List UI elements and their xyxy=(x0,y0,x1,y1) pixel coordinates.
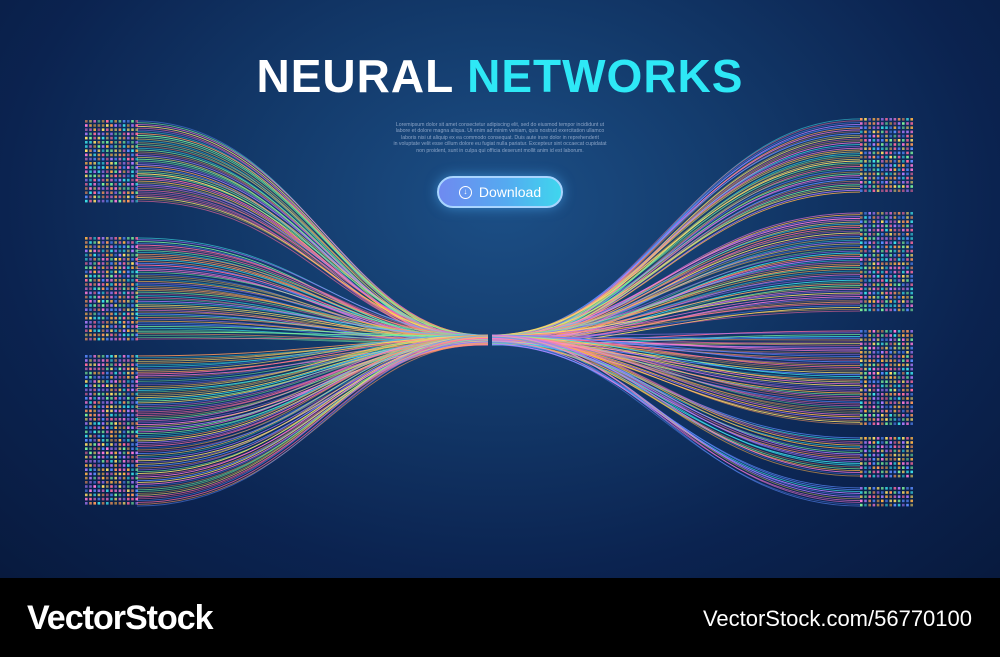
network-strand xyxy=(491,162,861,340)
network-strand xyxy=(491,308,861,337)
pixel-block xyxy=(860,437,913,478)
network-strand xyxy=(136,335,489,389)
network-strand xyxy=(491,334,861,363)
network-strand xyxy=(136,302,489,336)
network-strand xyxy=(136,334,489,370)
network-strand xyxy=(136,334,489,451)
network-strand xyxy=(136,335,489,502)
page-title: NEURAL NETWORKS xyxy=(0,50,1000,102)
network-strand xyxy=(491,340,861,502)
network-strand xyxy=(491,335,861,378)
download-arrow-icon: ↓ xyxy=(458,185,472,199)
title-word-networks: NETWORKS xyxy=(467,50,744,102)
network-strand xyxy=(491,184,861,342)
network-strand xyxy=(491,267,861,336)
pixel-block xyxy=(860,487,913,507)
network-strand xyxy=(136,246,489,337)
network-strand xyxy=(491,187,861,337)
network-strand xyxy=(491,342,861,505)
pixel-block xyxy=(85,120,138,203)
network-strand xyxy=(136,189,489,337)
network-strand xyxy=(136,342,489,485)
network-strands xyxy=(136,118,861,507)
network-strand xyxy=(136,342,489,505)
pixel-block xyxy=(85,237,138,341)
description-line: labore et dolore magna aliqua. Ut enim a… xyxy=(395,128,605,135)
description-line: in voluptate velit esse cillum dolore eu… xyxy=(393,141,607,148)
network-strand xyxy=(136,184,489,337)
image-id-text: VectorStock.com/56770100 xyxy=(702,606,972,631)
network-strand xyxy=(491,160,861,336)
network-strand xyxy=(491,217,861,337)
network-strand xyxy=(491,334,861,503)
description-line: Loremipsum dolor sit amet consectetur ad… xyxy=(395,122,605,128)
network-strand xyxy=(491,335,861,500)
network-strand xyxy=(136,339,489,491)
network-strand xyxy=(491,342,861,441)
network-strand xyxy=(491,230,861,336)
network-strand xyxy=(491,149,861,336)
pixel-block xyxy=(860,212,913,312)
network-strand xyxy=(491,337,861,507)
description-text: Loremipsum dolor sit amet consectetur ad… xyxy=(380,122,620,154)
neural-network-illustration xyxy=(85,118,913,507)
network-strand xyxy=(136,335,489,456)
network-strand xyxy=(136,311,489,337)
description-line: laboris nisi ut aliquip ex ea commodo co… xyxy=(401,134,599,141)
pixel-blocks xyxy=(85,118,913,507)
network-strand xyxy=(491,292,861,336)
network-strand xyxy=(491,247,861,336)
network-strand xyxy=(136,339,489,507)
network-strand xyxy=(136,334,489,422)
network-strand xyxy=(136,334,489,440)
network-strand xyxy=(136,335,489,458)
network-strand xyxy=(136,198,489,337)
network-strand xyxy=(136,335,489,371)
network-strand xyxy=(491,335,861,444)
network-strand xyxy=(136,145,489,337)
network-strand xyxy=(491,335,861,412)
network-strand xyxy=(491,334,861,462)
network-strand xyxy=(491,276,861,336)
network-strand xyxy=(491,332,861,336)
network-strand xyxy=(136,271,489,336)
network-strand xyxy=(491,167,861,337)
description-line: non proident, sunt in culpa qui officia … xyxy=(416,147,584,154)
network-strand xyxy=(491,334,861,409)
watermark-footer: VectorStock VectorStock.com/56770100 xyxy=(0,578,1000,657)
download-button-label: Download xyxy=(478,184,542,200)
network-strand xyxy=(136,335,489,465)
network-strand xyxy=(136,336,489,471)
brand-logo-text: VectorStock xyxy=(27,599,214,637)
title-word-neural: NEURAL xyxy=(256,50,454,102)
pixel-block xyxy=(860,330,913,425)
network-strand xyxy=(491,334,861,475)
network-strand xyxy=(136,133,489,336)
pixel-block xyxy=(85,355,138,505)
hero-banner: NEURAL NETWORKS Loremipsum dolor sit ame… xyxy=(0,0,1000,578)
network-strand xyxy=(136,239,489,336)
network-strand xyxy=(491,177,861,337)
pixel-block xyxy=(860,118,913,192)
network-strand xyxy=(491,341,861,448)
network-strand xyxy=(136,344,489,476)
network-strand xyxy=(136,175,489,336)
download-button[interactable]: ↓ Download xyxy=(437,176,563,208)
network-strand xyxy=(136,155,489,340)
